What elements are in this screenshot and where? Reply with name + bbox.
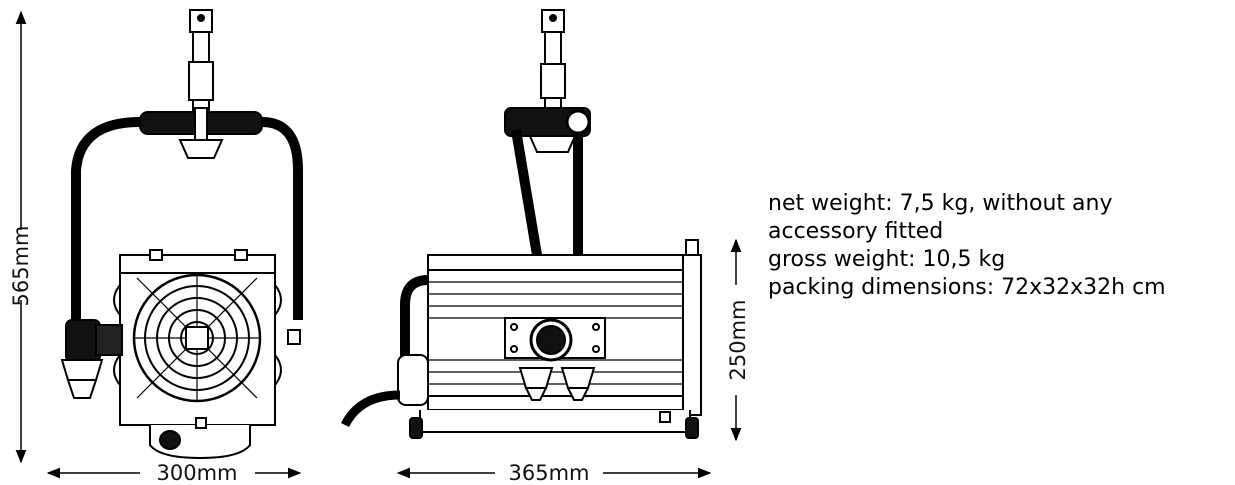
height-dimension: 565mm xyxy=(9,10,33,464)
side-length-dimension: 365mm xyxy=(396,461,712,485)
spec-line-accessory: accessory fitted xyxy=(768,219,944,244)
body-height-dimension-label: 250mm xyxy=(726,300,750,381)
height-dimension-label: 565mm xyxy=(9,226,33,307)
front-view-drawing xyxy=(60,9,303,460)
front-width-dimension: 300mm xyxy=(46,461,302,485)
spec-line-gross-weight: gross weight: 10,5 kg xyxy=(768,247,1006,272)
spec-line-net-weight: net weight: 7,5 kg, without any xyxy=(768,191,1113,216)
spec-line-packing-dimensions: packing dimensions: 72x32x32h cm xyxy=(768,275,1166,300)
front-width-dimension-label: 300mm xyxy=(157,461,238,485)
side-length-dimension-label: 365mm xyxy=(509,461,590,485)
body-height-dimension: 250mm xyxy=(726,238,750,442)
specifications-text: net weight: 7,5 kg, without any accessor… xyxy=(768,190,1228,302)
side-view-drawing xyxy=(340,9,702,439)
